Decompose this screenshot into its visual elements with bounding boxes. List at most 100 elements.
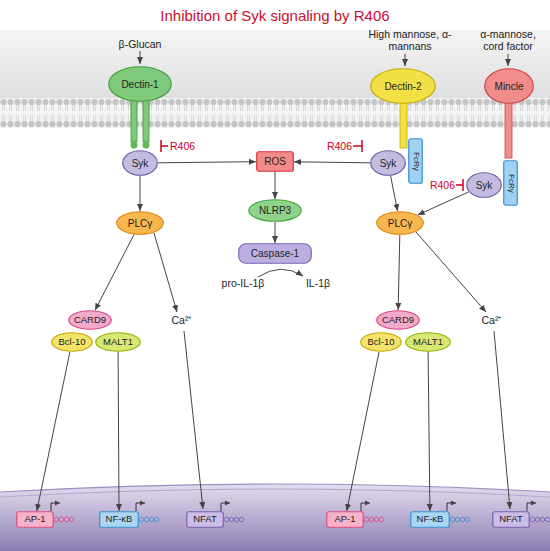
ligand-label: α-mannose, cord factor — [475, 28, 541, 52]
ion-label: Ca²⁺ — [165, 314, 199, 326]
node-shape — [327, 512, 364, 528]
node-shape — [377, 212, 424, 235]
node-label: AP-1 — [24, 514, 45, 524]
dna-strand — [364, 517, 384, 522]
ligand-arrow — [508, 54, 509, 66]
node-label: Bcl-10 — [59, 337, 86, 347]
node-label: Syk — [476, 180, 493, 191]
node-shape — [409, 139, 423, 184]
node-shape — [371, 151, 406, 176]
dna-strand — [54, 517, 74, 522]
lipid-bilayer — [0, 98, 550, 128]
calcium-arrow — [416, 232, 486, 312]
nucleus — [0, 484, 550, 551]
signal-arrow — [428, 352, 430, 511]
promoter-arrow — [527, 503, 536, 511]
node-label: FcRγ — [411, 152, 420, 171]
node-label: AP-1 — [334, 514, 355, 524]
signal-arrow — [118, 352, 120, 511]
cytokine-label: pro-IL-1β — [213, 277, 273, 289]
cytokine-label: IL-1β — [298, 277, 338, 289]
node-label: Caspase-1 — [251, 248, 299, 259]
inhibitor-label: R406 — [426, 179, 455, 191]
ligand-label: β-Glucan — [105, 38, 175, 50]
node-label: Dectin-1 — [121, 79, 158, 90]
node-label: MALT1 — [413, 337, 443, 347]
dna-strand — [450, 517, 470, 522]
node-shape — [96, 333, 141, 352]
signal-arrow — [140, 176, 141, 211]
ligand-label: High mannose, α-mannans — [365, 28, 455, 52]
dna-helix — [139, 517, 159, 522]
calcium-arrow — [184, 331, 203, 509]
ion-label: Ca²⁺ — [475, 314, 509, 326]
signal-arrow — [418, 192, 469, 215]
signal-arrow — [275, 172, 276, 199]
inhibition-bar — [353, 140, 362, 152]
signal-arrow — [37, 352, 70, 511]
cleavage-arrow — [258, 269, 303, 277]
promoter-arrow — [361, 503, 370, 511]
node-label: NF-κB — [106, 514, 133, 524]
extracellular-space — [0, 30, 550, 100]
receptor-stalk — [131, 100, 137, 142]
gene-box: NFAT — [492, 511, 530, 528]
gene-box: AP-1 — [16, 511, 54, 528]
dna-strand — [224, 517, 244, 522]
dna-strand — [224, 517, 244, 522]
gene-box: NF-κB — [410, 511, 450, 528]
receptor-stalk — [143, 100, 149, 142]
node-label: MALT1 — [103, 337, 133, 347]
node-label: FcRγ — [506, 174, 515, 193]
complex-protein: MALT1 — [405, 332, 451, 352]
nuclear-envelope — [0, 484, 550, 492]
node-shape — [485, 69, 534, 104]
dna-helix — [54, 517, 74, 522]
dna-helix — [450, 517, 470, 522]
promoter-arrow — [221, 503, 230, 511]
node-label: NFAT — [193, 514, 217, 524]
signal-arrow — [347, 352, 379, 511]
node-label: Syk — [132, 158, 149, 169]
dna-helix — [224, 517, 244, 522]
complex-protein: Bcl-10 — [360, 332, 402, 352]
node-shape — [493, 512, 530, 528]
inflammasome-node: NLRP3 — [248, 199, 302, 222]
receptor-node: Mincle — [484, 68, 534, 104]
inhibitor-label: R406 — [324, 140, 352, 152]
node-label: Mincle — [495, 81, 524, 92]
node-shape — [504, 161, 518, 206]
node-label: PLCγ — [128, 218, 152, 229]
signal-arrow — [294, 162, 370, 163]
complex-protein: CARD9 — [376, 310, 420, 330]
node-label: ROS — [264, 156, 286, 167]
node-label: NF-κB — [417, 514, 444, 524]
gene-box: AP-1 — [326, 511, 364, 528]
itam-dot — [143, 142, 150, 149]
inhibition-bar — [456, 179, 463, 191]
ligand-arrow — [405, 54, 406, 66]
node-shape — [100, 512, 139, 528]
receptor-stalk — [505, 102, 512, 158]
node-shape — [411, 512, 450, 528]
node-shape — [123, 151, 158, 176]
signal-arrow — [398, 235, 400, 310]
dna-strand — [364, 517, 384, 522]
node-shape — [377, 311, 420, 330]
nuclear-envelope — [0, 489, 550, 497]
promoter-arrow — [51, 503, 60, 511]
calcium-arrow — [494, 331, 510, 509]
node-label: NFAT — [499, 514, 523, 524]
signal-arrow — [391, 176, 398, 211]
dna-helix — [364, 517, 384, 522]
node-shape — [17, 512, 54, 528]
receptor-node: Dectin-2 — [370, 68, 436, 104]
receptor-stalk — [400, 102, 407, 148]
node-shape — [109, 67, 172, 102]
kinase-node: Syk — [122, 150, 158, 176]
dna-helix — [530, 517, 550, 522]
dna-strand — [139, 517, 159, 522]
adaptor-node: FcRγ — [408, 138, 423, 184]
